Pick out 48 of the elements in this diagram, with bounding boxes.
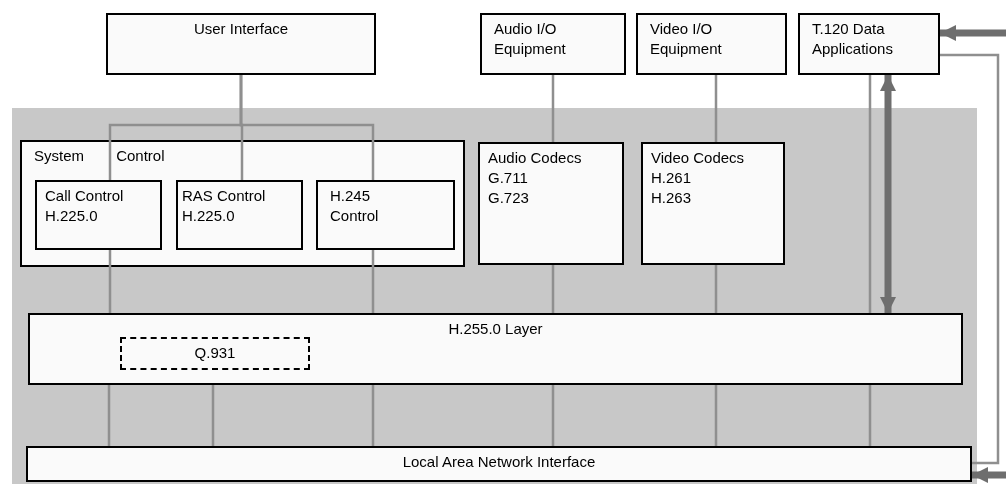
network-interface-box [26, 446, 972, 482]
connector-line [239, 75, 375, 180]
node-label: RAS Control H.225.0 [182, 186, 267, 226]
node-label: H.245 Control [330, 186, 380, 226]
connector-line [551, 265, 555, 313]
application-box [798, 13, 940, 75]
connector-line [714, 75, 718, 142]
node-label: User Interface [192, 19, 290, 39]
equipment-box [480, 13, 626, 75]
node-label: H.263 [651, 188, 693, 208]
connector-line [371, 385, 375, 446]
node-label: Video I/O Equipment [650, 19, 723, 59]
arrow [972, 467, 1006, 483]
interface-box [106, 13, 376, 75]
node-label: System Control [34, 146, 166, 166]
connector-line [551, 385, 555, 446]
node-label: H.261 [651, 168, 693, 188]
codec-box [478, 142, 624, 265]
node-label: Q.931 [193, 343, 237, 363]
node-label: G.711 [488, 168, 529, 188]
connector-line [107, 385, 111, 446]
node-label: G.723 [488, 188, 530, 208]
connector-line [868, 385, 872, 446]
node-label: Audio I/O Equipment [494, 19, 567, 59]
connector-line [371, 250, 375, 313]
codec-box [641, 142, 785, 265]
node-label: H.255.0 Layer [447, 319, 544, 339]
control-box [316, 180, 455, 250]
arrow [880, 75, 896, 313]
control-box [176, 180, 303, 250]
connector-line [714, 265, 718, 313]
control-box [35, 180, 162, 250]
node-label: Call Control H.225.0 [45, 186, 125, 226]
arrow [940, 25, 1006, 41]
node-label: Audio Codecs [488, 148, 583, 168]
control-group-box [20, 140, 465, 267]
connector-line [108, 250, 112, 313]
connector-line [940, 53, 1000, 465]
connector-line [868, 75, 872, 313]
layer-box [28, 313, 963, 385]
node-label: T.120 Data Applications [812, 19, 894, 59]
node-label: Video Codecs [651, 148, 746, 168]
equipment-box [636, 13, 787, 75]
connector-line [211, 385, 215, 446]
node-label: Local Area Network Interface [401, 452, 597, 472]
connector-line [714, 385, 718, 446]
connector-line [551, 75, 555, 142]
protocol-box [120, 337, 310, 370]
